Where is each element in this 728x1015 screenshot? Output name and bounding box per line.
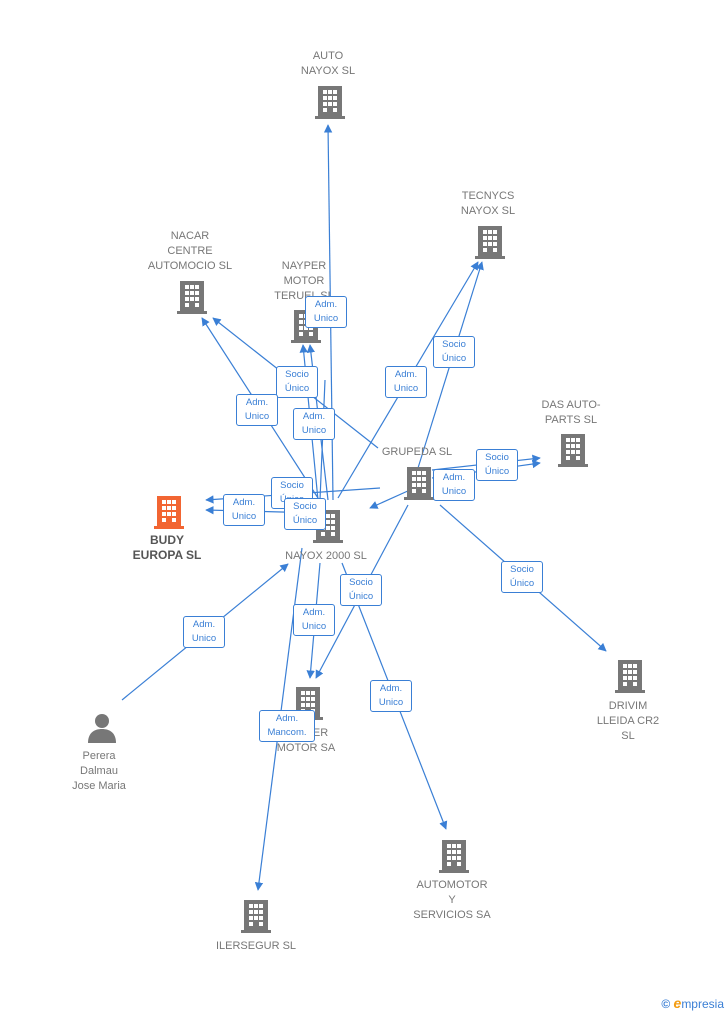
- brand-name: mpresia: [681, 997, 724, 1011]
- edge-label-adm-unico-nayper-motor[interactable]: Adm. Unico: [293, 604, 335, 636]
- label-budy-europa: BUDY EUROPA SL: [132, 533, 202, 562]
- edge-label-adm-mancom-ilersegur[interactable]: Adm. Mancom.: [259, 710, 315, 742]
- edge-label-socio-unico-das[interactable]: Socio Único: [476, 449, 518, 481]
- label-nayper-teruel: NAYPER MOTOR TERUEL SL: [274, 260, 334, 302]
- brand-initial: e: [673, 995, 682, 1011]
- edge-label-adm-unico-tecnycs[interactable]: Adm. Unico: [385, 366, 427, 398]
- node-grupeda[interactable]: [404, 465, 434, 501]
- label-nacar-centre: NACAR CENTRE AUTOMOCIO SL: [147, 230, 233, 272]
- label-auto-nayox: AUTO NAYOX SL: [300, 50, 356, 77]
- node-budy-europa[interactable]: [154, 494, 184, 530]
- edge-label-adm-unico-perera[interactable]: Adm. Unico: [183, 616, 225, 648]
- edge-label-adm-unico-das[interactable]: Adm. Unico: [433, 469, 475, 501]
- edge-grupeda-nayper-teruel: [319, 379, 326, 501]
- building-icon: [615, 660, 645, 693]
- building-icon: [404, 467, 434, 500]
- person-icon: [88, 714, 116, 743]
- node-das-auto-parts[interactable]: [558, 432, 588, 468]
- node-drivim-lleida[interactable]: [615, 658, 645, 694]
- building-icon: [154, 496, 184, 529]
- node-auto-nayox[interactable]: [315, 84, 345, 120]
- label-das-auto-parts: DAS AUTO- PARTS SL: [541, 399, 601, 426]
- building-icon: [315, 86, 345, 119]
- edge-grupeda-nayox: [369, 489, 411, 509]
- node-perera[interactable]: [87, 712, 117, 744]
- building-icon: [177, 281, 207, 314]
- edge-label-socio-unico-tecnycs[interactable]: Socio Único: [433, 336, 475, 368]
- node-nacar-centre[interactable]: [177, 279, 207, 315]
- node-automotor-servicios[interactable]: [439, 838, 469, 874]
- building-icon: [241, 900, 271, 933]
- edge-label-adm-unico-nayox-mid[interactable]: Adm. Unico: [293, 408, 335, 440]
- label-automotor-servicios: AUTOMOTOR Y SERVICIOS SA: [413, 879, 491, 921]
- label-nayox-2000: NAYOX 2000 SL: [285, 550, 367, 562]
- copyright-symbol: ©: [661, 997, 671, 1011]
- edge-label-adm-unico-nacar[interactable]: Adm. Unico: [236, 394, 278, 426]
- edge-label-socio-unico-nayper-motor[interactable]: Socio Único: [340, 574, 382, 606]
- node-ilersegur[interactable]: [241, 898, 271, 934]
- label-grupeda: GRUPEDA SL: [381, 446, 453, 458]
- edge-label-adm-unico-nayper-teruel[interactable]: Adm. Unico: [305, 296, 347, 328]
- label-perera: Perera Dalmau Jose Maria: [72, 750, 126, 792]
- label-ilersegur: ILERSEGUR SL: [215, 940, 297, 952]
- building-icon: [475, 226, 505, 259]
- edge-label-adm-unico-budy[interactable]: Adm. Unico: [223, 494, 265, 526]
- edge-label-adm-unico-automotor[interactable]: Adm. Unico: [370, 680, 412, 712]
- edge-label-socio-unico-nayox[interactable]: Socio Único: [284, 498, 326, 530]
- label-drivim-lleida: DRIVIM LLEIDA CR2 SL: [596, 700, 660, 742]
- edge-label-socio-unico-nayper-teruel[interactable]: Socio Único: [276, 366, 318, 398]
- building-icon: [558, 434, 588, 467]
- label-tecnycs-nayox: TECNYCS NAYOX SL: [460, 190, 516, 217]
- edge-label-socio-unico-drivim[interactable]: Socio Único: [501, 561, 543, 593]
- empresia-logo: © empresia: [661, 995, 724, 1011]
- node-tecnycs-nayox[interactable]: [475, 224, 505, 260]
- building-icon: [439, 840, 469, 873]
